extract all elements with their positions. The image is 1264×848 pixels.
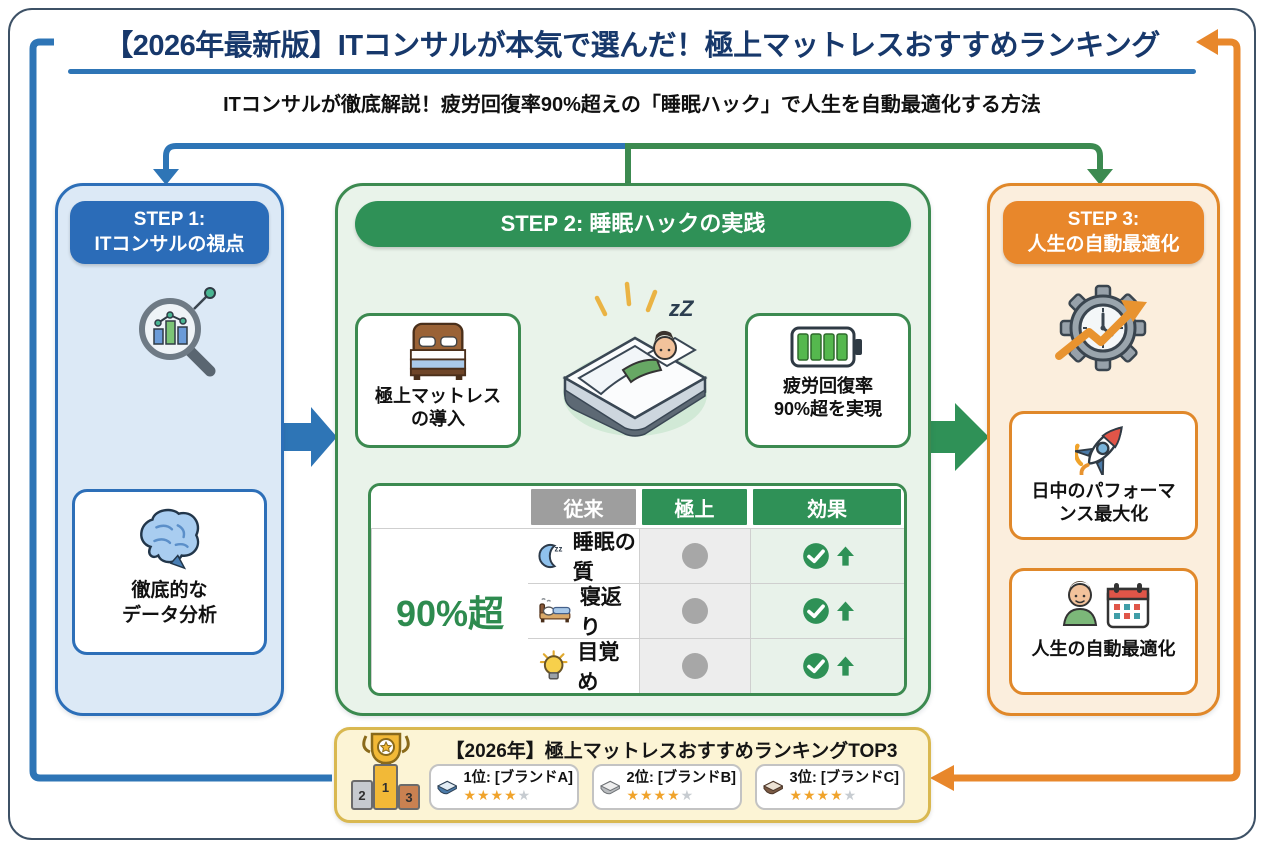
stars-filled: ★★★★ (789, 786, 844, 803)
ranking-card-3-label: 3位: [ブランドC] (789, 769, 899, 786)
gray-dot-icon (682, 653, 708, 679)
moon-icon: zz (538, 544, 563, 568)
lightbulb-icon (539, 650, 568, 680)
table-row-turning: 寝返り (528, 583, 639, 639)
step3-box1-line1: 日中のパフォーマ (1031, 481, 1176, 501)
page-subtitle: ITコンサルが徹底解説！疲労回復率90%超えの「睡眠ハック」で人生を自動最適化す… (223, 94, 1041, 116)
step3-panel: STEP 3: 人生の自動最適化 (987, 183, 1220, 716)
cell-conventional-1 (639, 528, 750, 583)
step2-right-line1: 疲労回復率 (783, 376, 873, 396)
step2-right-line2: 90%超を実現 (773, 399, 883, 420)
ranking-box: 2 1 3 【2026年】極上マットレスおすすめランキングTOP3 1位: [ブ… (334, 727, 931, 823)
stars-filled: ★★★★ (463, 786, 518, 803)
comparison-table: 従来 極上 効果 zz 睡眠の質 90%超 (368, 483, 907, 696)
step1-box-line1: 徹底的な (131, 580, 208, 601)
table-header-empty (371, 486, 528, 528)
podium-first: 1 (373, 764, 398, 810)
cell-conventional-2 (639, 583, 750, 638)
table-header-effect: 効果 (750, 486, 904, 528)
brain-icon (139, 508, 199, 570)
battery-icon (790, 326, 862, 368)
stars-filled: ★★★★ (626, 786, 681, 803)
podium-second: 2 (351, 780, 373, 810)
gray-dot-icon (682, 598, 708, 624)
ranking-card-2: 2位: [ブランドB] ★★★★★ (592, 764, 742, 810)
ranking-card-1: 1位: [ブランドA] ★★★★★ (429, 764, 579, 810)
up-arrow-icon (836, 601, 854, 621)
star-empty: ★ (843, 786, 858, 803)
step2-left-line2: の導入 (411, 409, 465, 430)
table-header-premium: 極上 (639, 486, 750, 528)
ranking-card-3: 3位: [ブランドC] ★★★★★ (755, 764, 905, 810)
step1-panel: STEP 1: ITコンサルの視点 徹底的な データ分析 (55, 183, 284, 716)
step3-header-line2: 人生の自動最適化 (1027, 233, 1180, 255)
step3-box1-line2: ンス最大化 (1058, 504, 1149, 525)
mattress-gray-icon (600, 780, 621, 795)
step3-life-box: 人生の自動最適化 (1009, 568, 1198, 695)
up-arrow-icon (836, 656, 854, 676)
title-underline (68, 69, 1196, 74)
step2-left-line1: 極上マットレス (375, 386, 501, 406)
step3-performance-box: 日中のパフォーマ ンス最大化 (1009, 411, 1198, 540)
check-circle-icon (802, 653, 829, 679)
star-empty: ★ (680, 786, 695, 803)
mattress-blue-icon (437, 780, 458, 795)
gray-dot-icon (682, 543, 708, 569)
ranking-card-1-label: 1位: [ブランドA] (463, 769, 573, 786)
magnifier-chart-icon (139, 287, 216, 377)
trophy-podium-icon: 2 1 3 (349, 732, 423, 814)
step2-panel: STEP 2: 睡眠ハックの実践 極上マットレス の導入 (335, 183, 931, 716)
person-calendar-icon (1062, 580, 1149, 629)
zz-text: zZ (668, 296, 695, 321)
step1-analysis-box: 徹底的な データ分析 (72, 489, 267, 655)
effect-value: 90%超 (371, 528, 528, 693)
ranking-title: 【2026年】極上マットレスおすすめランキングTOP3 (445, 741, 898, 762)
check-circle-icon (802, 598, 829, 624)
ranking-card-2-label: 2位: [ブランドB] (626, 769, 736, 786)
gear-clock-growth-icon (1055, 284, 1147, 372)
bed-side-icon (539, 598, 571, 623)
bed-front-icon (409, 322, 467, 380)
sleeping-person-illustration: zZ (562, 281, 708, 437)
page-title: 【2026年最新版】ITコンサルが本気で選んだ！極上マットレスおすすめランキング (104, 30, 1160, 62)
table-row-sleep-quality: zz 睡眠の質 (528, 528, 639, 584)
cell-conventional-3 (639, 638, 750, 693)
star-empty: ★ (517, 786, 532, 803)
step3-header: STEP 3: 人生の自動最適化 (1003, 201, 1204, 265)
step1-header-line1: STEP 1: (133, 209, 206, 230)
step3-box2-label: 人生の自動最適化 (1031, 639, 1176, 659)
step1-header: STEP 1: ITコンサルの視点 (70, 201, 269, 265)
rocket-icon (1073, 426, 1123, 478)
step2-mattress-box: 極上マットレス の導入 (355, 313, 521, 448)
ranking-cards: 1位: [ブランドA] ★★★★★ 2位: [ブランドB] ★★★★★ (429, 764, 905, 810)
up-arrow-icon (836, 546, 854, 566)
table-header-conventional: 従来 (528, 486, 639, 528)
svg-text:zz: zz (555, 544, 563, 553)
mattress-brown-icon (763, 780, 784, 795)
cell-premium-2 (750, 583, 904, 638)
table-row-waking: 目覚め (528, 638, 639, 693)
step2-header: STEP 2: 睡眠ハックの実践 (355, 201, 911, 247)
trophy-icon (362, 732, 410, 775)
cell-premium-1 (750, 528, 904, 583)
podium-third: 3 (398, 784, 420, 810)
step2-battery-box: 疲労回復率 90%超を実現 (745, 313, 911, 448)
step3-header-line1: STEP 3: (1067, 209, 1140, 230)
check-circle-icon (802, 543, 829, 569)
cell-premium-3 (750, 638, 904, 693)
step1-header-line2: ITコンサルの視点 (94, 233, 245, 255)
step1-box-line2: データ分析 (121, 604, 217, 626)
